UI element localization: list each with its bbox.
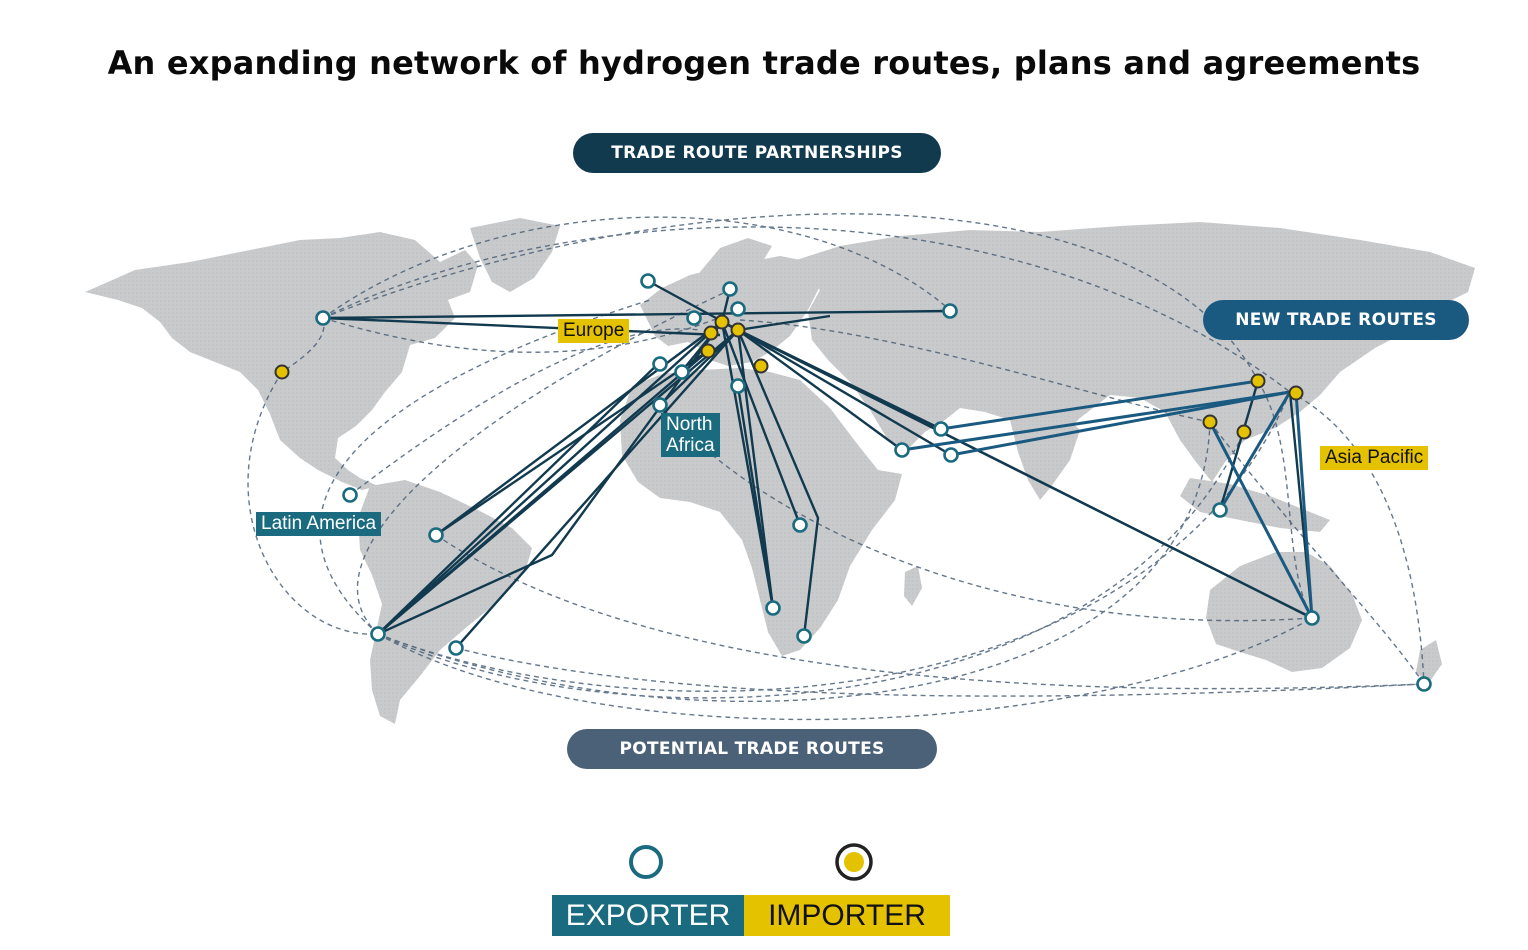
landmass-greenland [470,218,560,292]
importer-node [1202,414,1218,430]
exporter-node [1416,676,1432,692]
exporter-node [796,628,812,644]
landmass-scandinavia [700,238,772,292]
importer-node [714,314,730,330]
landmass-north-america [85,232,478,490]
exporter-node [730,378,746,394]
importer-node [1236,424,1252,440]
badge-trade-route-partnerships: TRADE ROUTE PARTNERSHIPS [573,133,941,173]
exporter-node [448,640,464,656]
exporter-node [674,364,690,380]
exporter-node [765,600,781,616]
exporter-node [370,626,386,642]
exporter-node [315,310,331,326]
importer-nodes [274,314,1304,440]
importer-node [730,322,746,338]
exporter-nodes [315,273,1432,692]
exporter-node [730,301,746,317]
region-label-north-africa: North Africa [661,413,720,457]
exporter-node [1212,502,1228,518]
exporter-node [652,397,668,413]
legend-exporter-label: EXPORTER [552,895,744,936]
landmass-madagascar [904,566,922,606]
importer-node [700,343,716,359]
exporter-node [722,281,738,297]
importer-node [1288,385,1304,401]
landmass-australia [1206,552,1362,672]
legend-importer-icon-fill [844,852,864,872]
landmass-asia [790,222,1475,482]
exporter-node [792,517,808,533]
badge-new-trade-routes: NEW TRADE ROUTES [1203,300,1469,340]
exporter-node [652,356,668,372]
landmass-japan [1296,348,1330,406]
exporter-node [428,527,444,543]
exporter-node [942,303,958,319]
region-label-north-africa-line2: Africa [666,435,715,456]
region-label-asia-pacific: Asia Pacific [1320,446,1429,470]
importer-node [1250,373,1266,389]
importer-node [274,364,290,380]
landmass-new-zealand [1416,640,1442,684]
exporter-node [686,310,702,326]
region-label-europe: Europe [558,319,630,343]
legend-exporter-icon [629,845,663,879]
exporter-node [1304,610,1320,626]
legend-importer-label: IMPORTER [744,895,950,936]
region-label-north-africa-line1: North [666,414,713,435]
region-label-latin-america: Latin America [256,512,382,536]
landmass-southeast-asia [1180,478,1330,532]
new-routes [901,379,1314,619]
importer-node [753,358,769,374]
badge-potential-trade-routes: POTENTIAL TRADE ROUTES [567,729,937,769]
exporter-node [943,447,959,463]
landmass-europe [640,256,820,366]
importer-node [703,325,719,341]
map-title: An expanding network of hydrogen trade r… [107,44,1421,82]
exporter-node [933,421,949,437]
exporter-node [894,442,910,458]
exporter-node [342,487,358,503]
exporter-node [640,273,656,289]
